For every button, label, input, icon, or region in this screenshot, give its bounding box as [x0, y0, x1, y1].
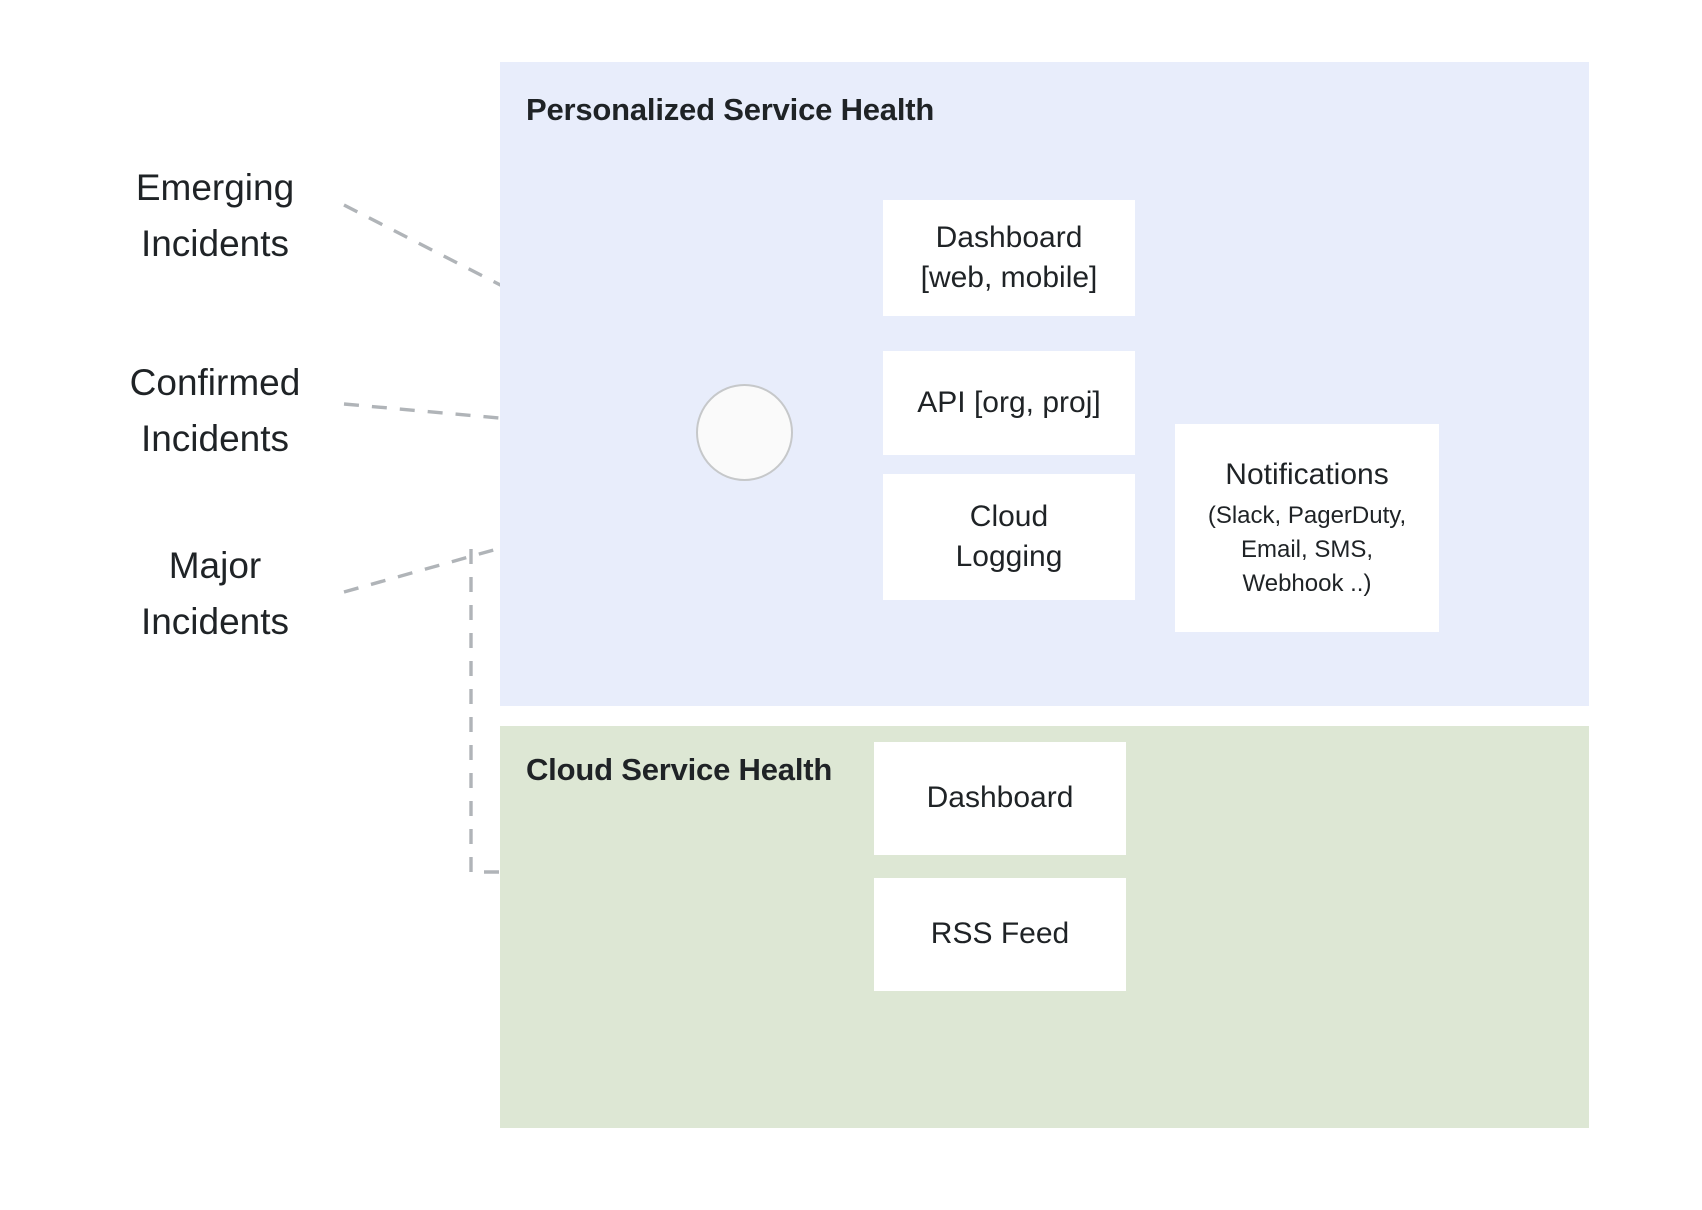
- hub-node-circle: [696, 384, 793, 481]
- source-label-confirmed-incidents: Confirmed Incidents: [129, 362, 301, 459]
- node-cloud-service-health-dashboard[interactable]: Dashboard: [874, 742, 1126, 855]
- source-label-emerging-incidents: Emerging Incidents: [135, 167, 295, 264]
- node-dashboard-web-mobile[interactable]: Dashboard [web, mobile]: [883, 200, 1135, 316]
- node-notifications[interactable]: Notifications (Slack, PagerDuty, Email, …: [1175, 424, 1439, 632]
- node-api-org-proj[interactable]: API [org, proj]: [883, 351, 1135, 455]
- notifications-channels: (Slack, PagerDuty, Email, SMS, Webhook .…: [1207, 502, 1407, 598]
- notifications-title: Notifications: [1225, 457, 1389, 491]
- node-cloud-service-health-rss-feed[interactable]: RSS Feed: [874, 878, 1126, 991]
- panel-title-cloud-service-health: Cloud Service Health: [526, 752, 833, 787]
- node-cloud-logging[interactable]: Cloud Logging: [883, 474, 1135, 600]
- panel-title-personalized-service-health: Personalized Service Health: [526, 92, 935, 127]
- source-label-major-incidents: Major Incidents: [140, 545, 290, 642]
